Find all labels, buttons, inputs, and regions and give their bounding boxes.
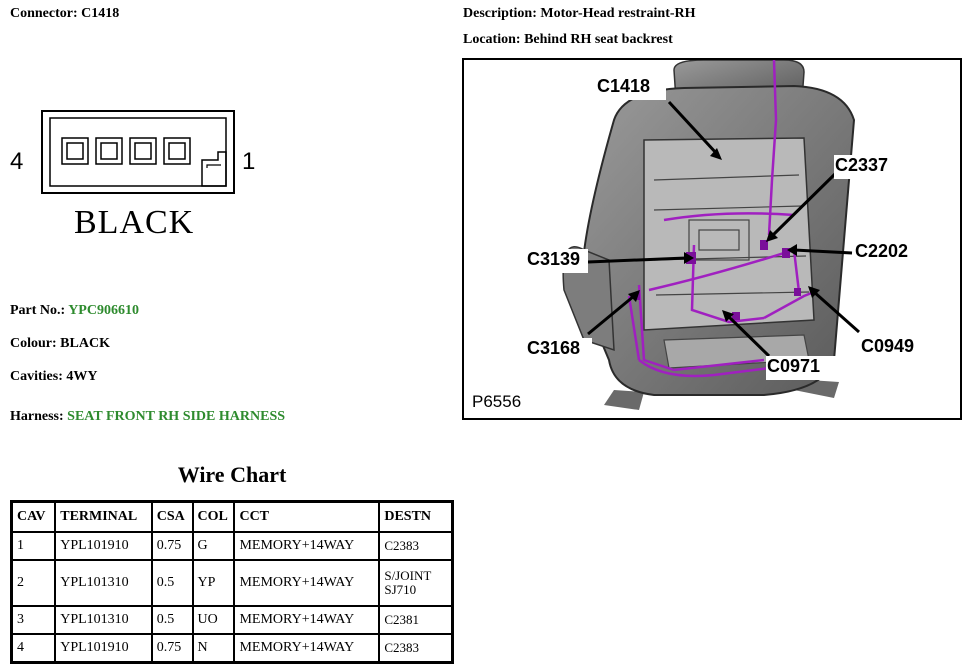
cell-terminal: YPL101910	[54, 531, 153, 561]
wire-chart-table: CAV TERMINAL CSA COL CCT DESTN 1 YPL1019…	[10, 500, 454, 664]
header-cav: CAV	[10, 500, 57, 533]
harness-label: Harness:	[10, 409, 64, 424]
connector-face-diagram: 4 1 BLACK	[10, 108, 270, 248]
location-label: Location:	[463, 32, 521, 47]
harness-row: Harness: SEAT FRONT RH SIDE HARNESS	[10, 409, 285, 425]
description-header: Description: Motor-Head restraint-RH	[463, 6, 696, 22]
wire-chart-title: Wire Chart	[177, 462, 287, 487]
part-number-link[interactable]: YPC906610	[68, 303, 139, 318]
pin-number-left: 4	[10, 148, 24, 175]
cell-cav: 3	[10, 605, 57, 635]
table-row: 3 YPL101310 0.5 UO MEMORY+14WAY C2381	[10, 605, 454, 635]
callout-c2337: C2337	[835, 155, 889, 175]
table-row: 1 YPL101910 0.75 G MEMORY+14WAY C2383	[10, 531, 454, 561]
table-row: 2 YPL101310 0.5 YP MEMORY+14WAY S/JOINT …	[10, 559, 454, 607]
cavities-row: Cavities: 4WY	[10, 369, 98, 385]
cell-csa: 0.75	[150, 633, 194, 664]
cell-cav: 2	[10, 559, 57, 607]
cell-cct: MEMORY+14WAY	[233, 559, 381, 607]
cell-csa: 0.5	[150, 605, 194, 635]
cavities-label: Cavities:	[10, 369, 63, 384]
figure-code: P6556	[468, 392, 526, 412]
seat-rail-left	[604, 390, 644, 410]
header-csa: CSA	[150, 500, 194, 533]
header-terminal: TERMINAL	[54, 500, 153, 533]
callout-backgrounds	[526, 76, 930, 380]
cell-csa: 0.75	[150, 531, 194, 561]
cell-cct: MEMORY+14WAY	[233, 531, 381, 561]
header-col: COL	[191, 500, 236, 533]
cell-csa: 0.5	[150, 559, 194, 607]
header-destn: DESTN	[378, 500, 454, 533]
cell-destn: S/JOINT SJ710	[378, 559, 454, 607]
connector-colour-label: BLACK	[74, 204, 195, 241]
connector-label: Connector:	[10, 6, 78, 21]
cell-terminal: YPL101310	[54, 559, 153, 607]
cell-terminal: YPL101910	[54, 633, 153, 664]
cavities-value: 4WY	[66, 369, 98, 384]
cell-destn: C2383	[378, 531, 454, 561]
cell-destn: C2383	[378, 633, 454, 664]
seat-backrest-illustration	[526, 60, 930, 410]
cell-cav: 4	[10, 633, 57, 664]
callout-c0971: C0971	[767, 356, 821, 376]
description-value: Motor-Head restraint-RH	[540, 6, 696, 21]
part-number-row: Part No.: YPC906610	[10, 303, 139, 319]
harness-link[interactable]: SEAT FRONT RH SIDE HARNESS	[67, 409, 286, 424]
connector-outline	[41, 110, 235, 194]
colour-row: Colour: BLACK	[10, 336, 110, 352]
callout-arrowheads	[628, 148, 820, 322]
location-illustration: C1418 C2337 C2202 C3139 C3168 C0971 C094…	[462, 58, 962, 420]
callout-c0949: C0949	[861, 336, 915, 356]
cell-col: YP	[191, 559, 236, 607]
cell-cct: MEMORY+14WAY	[233, 605, 381, 635]
cell-destn: C2381	[378, 605, 454, 635]
cell-cct: MEMORY+14WAY	[233, 633, 381, 664]
wire-chart-header-row: CAV TERMINAL CSA COL CCT DESTN	[10, 500, 454, 533]
location-value: Behind RH seat backrest	[524, 32, 673, 47]
table-row: 4 YPL101910 0.75 N MEMORY+14WAY C2383	[10, 633, 454, 664]
callout-c2202: C2202	[855, 241, 909, 261]
cell-col: UO	[191, 605, 236, 635]
callout-c3168: C3168	[527, 338, 581, 358]
location-header: Location: Behind RH seat backrest	[463, 32, 673, 48]
cell-col: N	[191, 633, 236, 664]
colour-value: BLACK	[60, 336, 110, 351]
callout-c1418: C1418	[597, 76, 651, 96]
cell-cav: 1	[10, 531, 57, 561]
cell-col: G	[191, 531, 236, 561]
callout-leaders	[587, 100, 860, 358]
pin-number-right: 1	[242, 148, 256, 175]
connector-id: C1418	[81, 6, 120, 21]
connector-header: Connector: C1418	[10, 6, 119, 22]
callout-c3139: C3139	[527, 249, 581, 269]
description-label: Description:	[463, 6, 537, 21]
cell-terminal: YPL101310	[54, 605, 153, 635]
part-number-label: Part No.:	[10, 303, 66, 318]
colour-label: Colour:	[10, 336, 57, 351]
backrest-frame	[643, 137, 815, 331]
header-cct: CCT	[233, 500, 381, 533]
